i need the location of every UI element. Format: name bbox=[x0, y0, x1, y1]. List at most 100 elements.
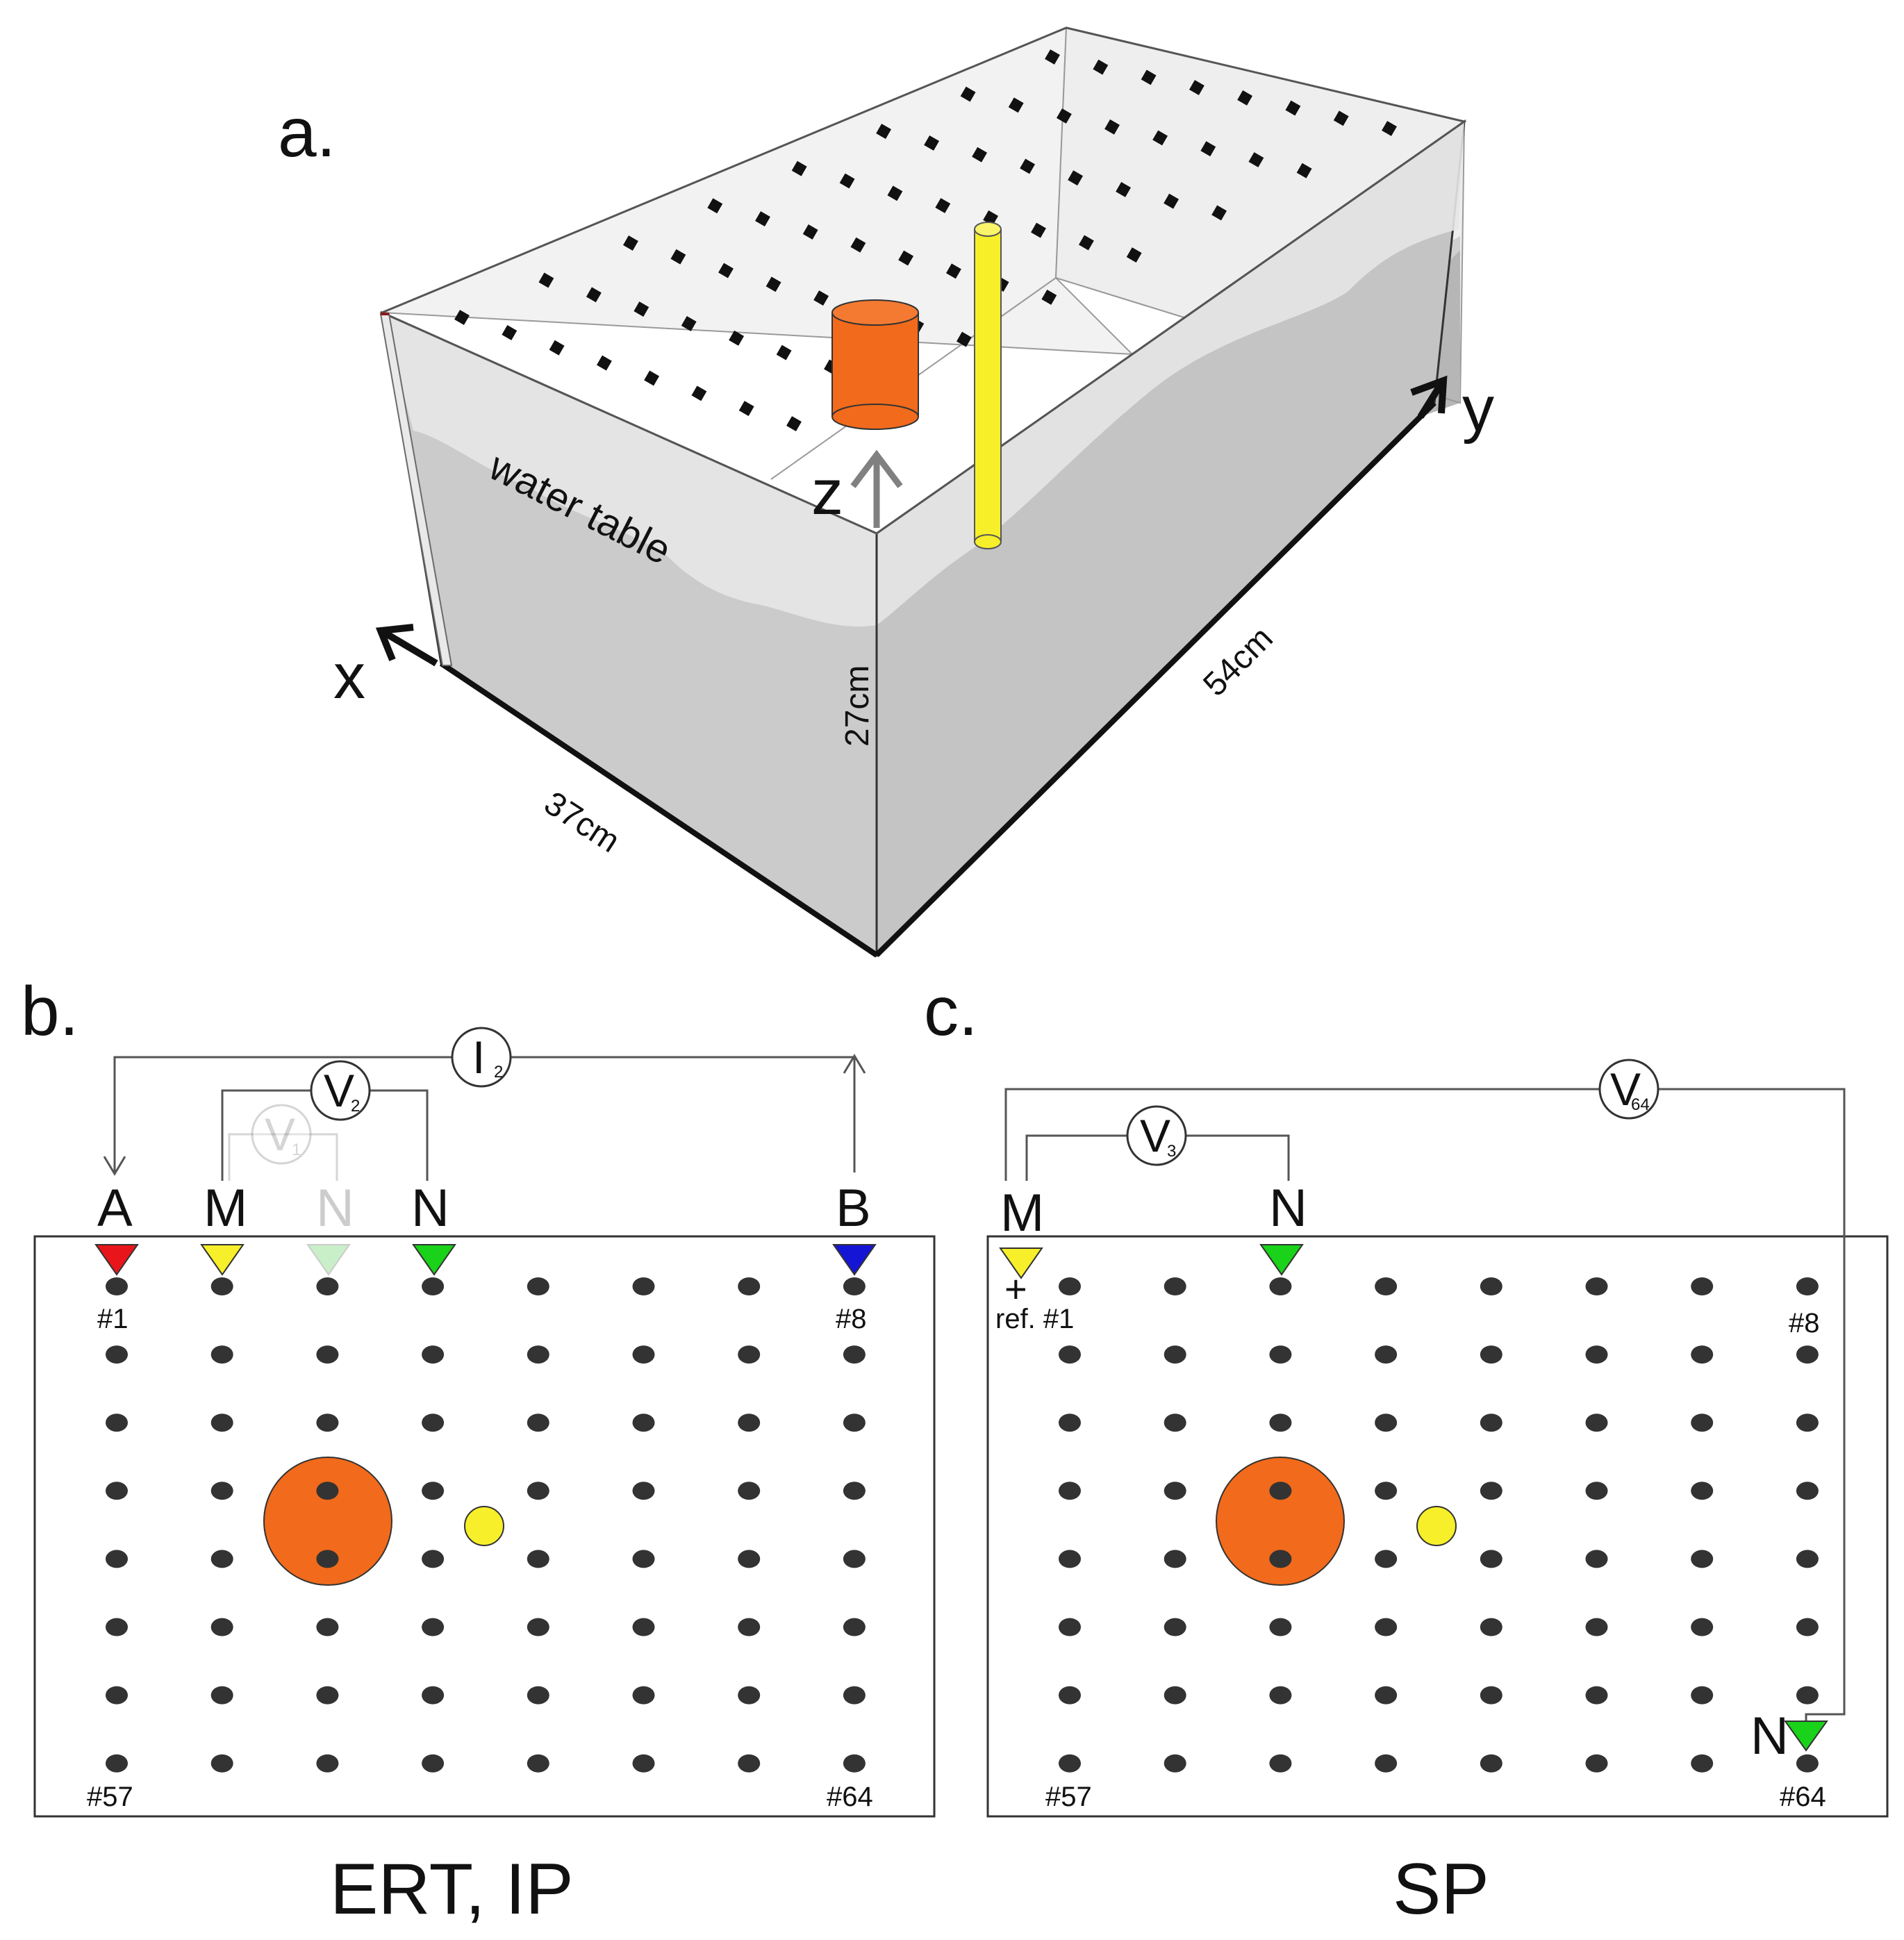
electrode-n-label: N bbox=[411, 1179, 449, 1238]
panel-c-electrode bbox=[1691, 1482, 1714, 1500]
panel-c-electrode bbox=[1269, 1618, 1292, 1636]
panel-c-electrode bbox=[1375, 1482, 1398, 1500]
panel-c-label: c. bbox=[924, 972, 978, 1050]
panel-b-electrode bbox=[422, 1618, 445, 1636]
panel-c-electrode bbox=[1585, 1618, 1608, 1636]
surface-electrode bbox=[707, 198, 723, 214]
panel-b-electrode bbox=[106, 1413, 128, 1432]
panel-b-electrode bbox=[210, 1618, 233, 1636]
front-face-y-dry bbox=[877, 122, 1464, 625]
electrode-number-64: #64 bbox=[827, 1782, 873, 1812]
dimension-height: 27cm bbox=[839, 665, 876, 747]
surface-electrode bbox=[691, 385, 707, 401]
panel-b-electrode bbox=[210, 1345, 233, 1364]
panel-c-electrode bbox=[1059, 1345, 1081, 1364]
surface-electrode bbox=[1285, 100, 1301, 116]
panel-b-rod-plan bbox=[464, 1506, 504, 1546]
surface-electrode bbox=[538, 272, 554, 288]
surface-electrode bbox=[1020, 158, 1036, 174]
panel-b-electrode bbox=[106, 1345, 128, 1364]
panel-c-electrode bbox=[1480, 1277, 1502, 1295]
panel-b-electrode bbox=[210, 1754, 233, 1773]
surface-electrode bbox=[1200, 141, 1216, 157]
surface-electrode bbox=[622, 235, 638, 251]
surface-electrode bbox=[924, 135, 940, 151]
panel-b-electrode bbox=[527, 1345, 549, 1364]
marker-n-bottom-c bbox=[1784, 1721, 1828, 1752]
bottom-edge-x bbox=[439, 661, 879, 958]
panel-b-electrode bbox=[843, 1618, 866, 1636]
panel-b-electrode bbox=[527, 1550, 549, 1568]
surface-electrode bbox=[839, 173, 855, 189]
panel-c-electrode bbox=[1059, 1550, 1081, 1568]
surface-electrode bbox=[786, 416, 802, 431]
panel-c-electrode bbox=[1585, 1413, 1608, 1432]
meter-i2: I 2 bbox=[451, 1027, 512, 1088]
panel-b-electrode bbox=[632, 1550, 655, 1568]
meter-v64-main: V bbox=[1610, 1063, 1641, 1115]
x-axis-label: x bbox=[333, 641, 365, 712]
surface-electrode bbox=[1041, 289, 1057, 305]
surface-electrode bbox=[776, 345, 792, 360]
panel-c-cylinder-plan bbox=[1216, 1457, 1345, 1586]
panel-b-electrode bbox=[632, 1345, 655, 1364]
panel-b-electrode bbox=[527, 1482, 549, 1500]
front-face-x-dry bbox=[382, 313, 877, 627]
panel-c-electrode-grid bbox=[1059, 1277, 1819, 1773]
panel-c-electrode bbox=[1164, 1413, 1186, 1432]
panel-c-electrode bbox=[1480, 1754, 1502, 1773]
surface-electrodes bbox=[454, 49, 1397, 431]
electrode-number-64-c: #64 bbox=[1780, 1782, 1826, 1812]
panel-c-electrode bbox=[1375, 1413, 1398, 1432]
marker-a bbox=[94, 1244, 139, 1276]
panel-b-electrode bbox=[738, 1686, 761, 1705]
panel-b-electrode bbox=[632, 1618, 655, 1636]
marker-n bbox=[412, 1244, 456, 1276]
meter-i2-main: I bbox=[472, 1031, 485, 1083]
panel-b-electrode bbox=[422, 1413, 445, 1432]
electrode-b-label: B bbox=[836, 1179, 871, 1238]
panel-c-electrode bbox=[1480, 1413, 1502, 1432]
panel-c-electrode bbox=[1164, 1686, 1186, 1705]
panel-b-electrode bbox=[210, 1550, 233, 1568]
meter-v2-sub: 2 bbox=[351, 1097, 360, 1116]
panel-b-electrode bbox=[632, 1754, 655, 1773]
back-wall bbox=[381, 26, 1134, 356]
panel-c-rod-plan bbox=[1416, 1506, 1457, 1546]
panel-b-electrode bbox=[632, 1686, 655, 1705]
surface-electrode bbox=[454, 310, 470, 325]
surface-electrode bbox=[898, 250, 914, 266]
surface-electrode bbox=[670, 249, 686, 265]
arrow-a-in bbox=[103, 1156, 126, 1176]
meter-v64: V 64 bbox=[1598, 1059, 1659, 1120]
panel-b-electrode bbox=[210, 1413, 233, 1432]
panel-c-electrode bbox=[1269, 1277, 1292, 1295]
meter-v1-main: V bbox=[265, 1109, 295, 1160]
surface-electrode bbox=[1104, 119, 1120, 135]
meter-v2-main: V bbox=[324, 1065, 354, 1116]
wire-v64 bbox=[1004, 1088, 1846, 1721]
panel-b-electrode bbox=[843, 1277, 866, 1295]
panel-c-electrode bbox=[1269, 1550, 1292, 1568]
panel-c-electrode bbox=[1691, 1754, 1714, 1773]
panel-b-electrode bbox=[422, 1686, 445, 1705]
panel-c-electrode bbox=[1164, 1277, 1186, 1295]
panel-b-title: ERT, IP bbox=[330, 1849, 574, 1930]
panel-b-electrode bbox=[843, 1413, 866, 1432]
tank-top-edge bbox=[379, 26, 1467, 535]
panel-b-electrode bbox=[632, 1413, 655, 1432]
panel-c-electrode bbox=[1375, 1754, 1398, 1773]
panel-c-electrode bbox=[1269, 1686, 1292, 1705]
panel-b-electrode bbox=[527, 1618, 549, 1636]
panel-b-electrode bbox=[106, 1277, 128, 1295]
panel-b-electrode bbox=[632, 1277, 655, 1295]
surface-electrode bbox=[1008, 97, 1024, 113]
surface-electrode bbox=[1211, 205, 1227, 221]
surface-electrode bbox=[502, 324, 518, 340]
panel-c-electrode bbox=[1585, 1754, 1608, 1773]
electrode-m-label-c: M bbox=[1000, 1184, 1044, 1243]
panel-b-electrode bbox=[527, 1413, 549, 1432]
panel-b-electrode bbox=[527, 1686, 549, 1705]
arrow-b-out bbox=[843, 1054, 866, 1074]
